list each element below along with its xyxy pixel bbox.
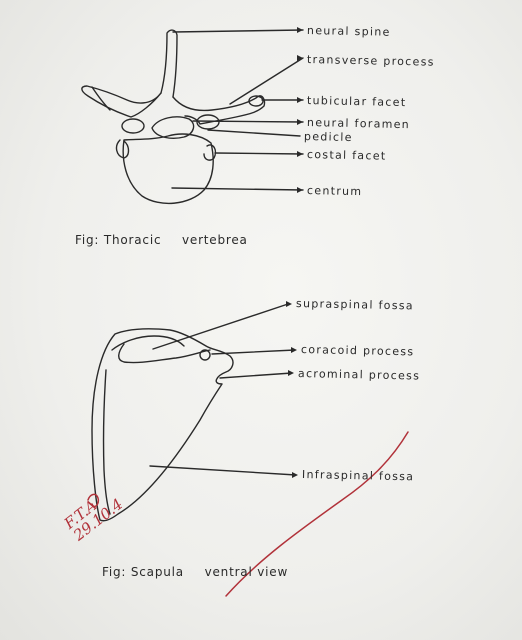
caption-prefix: Fig: [75, 233, 100, 247]
caption-prefix: Fig: [102, 565, 127, 579]
neural-spine-shape [160, 29, 178, 98]
label-costal-facet: costal facet [306, 148, 387, 163]
caption-title-3: view [257, 565, 289, 579]
arrowhead [291, 347, 297, 353]
vertebra-drawing [81, 29, 266, 205]
leader-acrominal-process [219, 372, 293, 379]
right-costal-facet-shape [203, 144, 217, 161]
left-pedicle-shape [121, 118, 145, 134]
arrowhead [297, 27, 303, 33]
caption-title: Scapula [130, 565, 184, 579]
leader-pedicle [207, 129, 301, 137]
arrowhead [297, 151, 303, 157]
scapula-leader-lines [149, 303, 297, 476]
caption-title-2: ventral [204, 565, 253, 579]
leader-neural-spine [172, 29, 304, 33]
leader-supraspinal-fossa [152, 303, 289, 350]
caption-scapula: Fig: Scapula ventral view [102, 565, 288, 579]
leader-transverse-process [229, 57, 304, 105]
caption-title: Thoracic [103, 233, 162, 247]
marker-stroke [225, 431, 409, 597]
leader-costal-facet [214, 152, 304, 155]
label-tubicular-facet: tubicular facet [306, 94, 407, 110]
left-costal-facet-shape [115, 139, 130, 159]
label-infraspinal-fossa: Infraspinal fossa [301, 468, 415, 484]
label-acrominal-process: acrominal process [297, 367, 421, 383]
scapula-drawing [91, 328, 234, 522]
leader-infraspinal-fossa [149, 465, 297, 476]
tubicular-facet-shape [248, 95, 264, 107]
scapula-inner-rim [118, 343, 211, 364]
arrowhead [297, 55, 303, 61]
label-centrum: centrum [306, 184, 363, 199]
leader-coracoid-process [211, 349, 296, 355]
centrum-shape [122, 133, 214, 205]
label-pedicle: pedicle [303, 130, 353, 145]
label-supraspinal-fossa: supraspinal fossa [295, 297, 415, 313]
scapula-outline [91, 328, 234, 522]
left-transverse-process-shape [91, 86, 111, 111]
vertebral-arch-outline [81, 85, 162, 118]
arrowhead [297, 187, 303, 193]
leader-centrum [171, 187, 304, 191]
caption-thoracic-vertebra: Fig: Thoracic vertebrea [75, 233, 248, 247]
coracoid-process-shape [199, 349, 211, 361]
leader-arrowheads [286, 27, 303, 478]
arrowhead [292, 472, 298, 478]
caption-title-2: vertebrea [181, 233, 248, 247]
scapular-spine-line [102, 369, 111, 515]
right-transverse-process-shape [172, 95, 266, 125]
label-transverse-process: transverse process [306, 53, 435, 69]
signature-flourish [87, 493, 100, 508]
label-neural-foramen: neural foramen [306, 116, 411, 132]
vertebra-leader-lines [171, 29, 304, 191]
arrowhead [297, 97, 303, 103]
leader-neural-foramen [192, 120, 304, 123]
label-neural-spine: neural spine [306, 24, 391, 39]
right-pedicle-shape [196, 114, 220, 130]
arrowhead [297, 119, 303, 125]
arrowhead [286, 301, 292, 307]
marker-annotation [87, 431, 409, 597]
arrowhead [288, 370, 294, 376]
label-coracoid-process: coracoid process [300, 343, 415, 359]
